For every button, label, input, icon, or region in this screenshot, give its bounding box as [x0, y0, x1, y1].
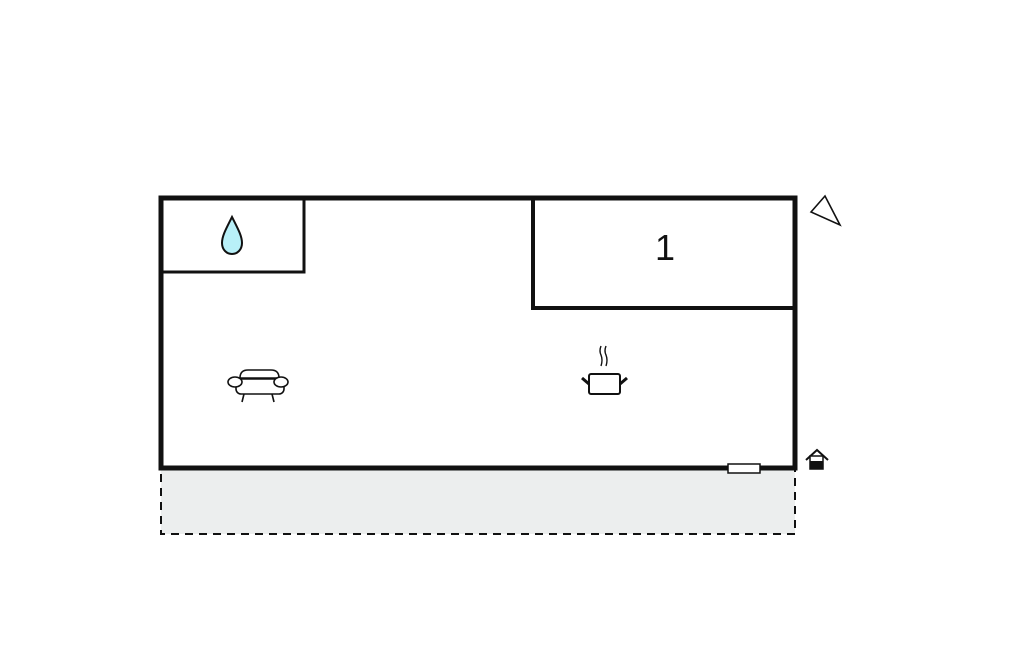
north-arrow-icon: [809, 194, 842, 227]
bedroom-label: 1: [655, 227, 675, 268]
entrance-house-icon: [805, 448, 829, 470]
door-marker: [727, 463, 761, 474]
bedroom-1: [531, 196, 797, 310]
outer-walls: [158, 195, 798, 471]
living-room-sofa-icon: [227, 369, 289, 403]
bathroom-water-drop-icon: [220, 214, 244, 256]
terrace: [160, 467, 796, 535]
kitchen-pot-icon: [581, 345, 628, 395]
bathroom: [159, 196, 306, 274]
